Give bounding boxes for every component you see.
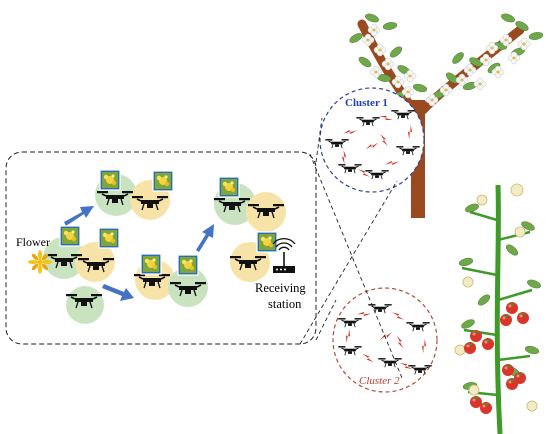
cluster-2: Cluster 2 <box>332 287 438 393</box>
tomato-plant-icon <box>454 183 543 434</box>
receiving-station-label-line1: Receiving <box>255 281 306 295</box>
flower-label: Flower <box>16 235 50 249</box>
receiving-station-label-line2: station <box>268 297 302 311</box>
cluster-1-label: Cluster 1 <box>345 97 388 109</box>
flower-icon <box>28 250 52 274</box>
movement-arrows <box>64 206 214 301</box>
antenna-icon <box>272 238 296 273</box>
cluster-1: Cluster 1 <box>319 87 425 193</box>
swarm-area-box <box>5 151 317 345</box>
zoom-connector-lines <box>299 117 403 379</box>
cluster-2-label: Cluster 2 <box>359 375 400 387</box>
